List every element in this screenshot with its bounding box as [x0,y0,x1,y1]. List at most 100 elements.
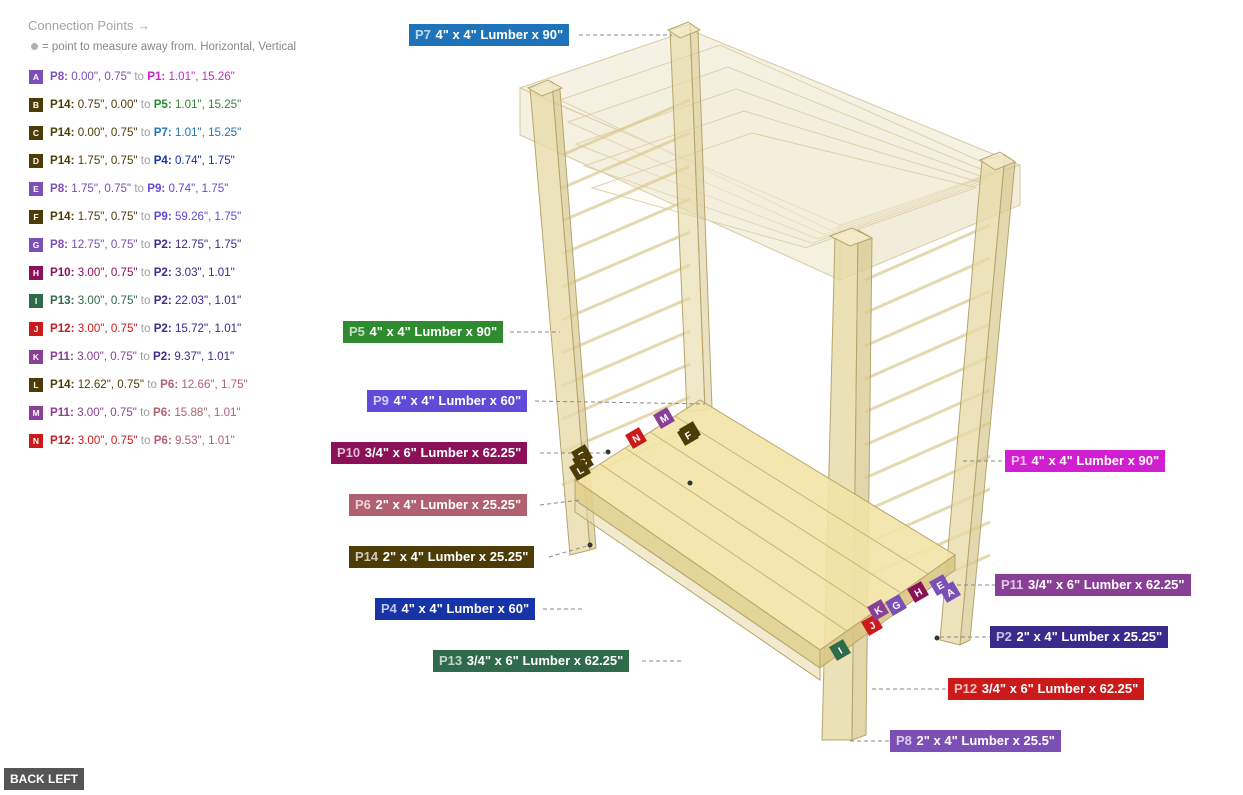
to-part: P9: [153,210,172,223]
part-label-p8[interactable]: P8 2" x 4" Lumber x 25.5" [890,730,1061,752]
from-part: P14: [50,126,75,139]
shelf-board-seam [674,415,929,575]
part-desc: 3/4" x 6" Lumber x 62.25" [364,445,522,460]
skirt-board [574,499,821,681]
to-word: to [140,350,150,363]
connection-marker-m[interactable]: M [653,407,675,429]
to-values: 22.03", 1.01" [174,294,242,307]
to-values: 12.66", 1.75" [181,378,248,391]
part-desc: 3/4" x 6" Lumber x 62.25" [981,681,1139,696]
leader-line [548,544,591,558]
from-part: P8: [50,182,69,195]
connection-badge: D [29,154,43,168]
shelf-board-seam [599,463,848,632]
side-slat [864,223,991,282]
to-part: P6: [153,434,172,447]
to-word: to [140,98,151,111]
to-part: P2: [153,238,172,251]
to-word: to [140,126,151,139]
from-values: 3.00", 0.75" [77,434,138,447]
marker-badge [677,424,699,446]
leader-line [534,400,706,405]
marker-badge [867,599,889,621]
side-slat [561,98,691,157]
to-word: to [140,406,150,419]
part-label-p9[interactable]: P9 4" x 4" Lumber x 60" [367,390,528,412]
connection-marker-g[interactable]: G [885,594,907,616]
connection-badge: H [29,266,43,280]
marker-letter: L [575,465,586,478]
to-part: P2: [153,322,172,335]
connection-points-title[interactable]: Connection Points → [28,18,151,33]
part-label-p12[interactable]: P12 3/4" x 6" Lumber x 62.25" [948,678,1145,700]
to-values: 9.37", 1.01" [174,350,235,363]
part-label-p10[interactable]: P10 3/4" x 6" Lumber x 62.25" [331,442,528,464]
part-label-p5[interactable]: P5 4" x 4" Lumber x 90" [343,321,504,343]
connection-marker-e[interactable]: E [929,574,951,596]
part-id: P8 [896,733,912,748]
marker-badge [653,407,675,429]
part-id: P2 [996,629,1012,644]
side-slat [561,164,691,223]
shelf-board-seam [649,431,902,594]
connection-badge: A [29,70,43,84]
connection-marker-n[interactable]: N [625,427,647,449]
part-desc: 4" x 4" Lumber x 90" [435,27,564,42]
from-values: 3.00", 0.75" [77,322,138,335]
from-values: 1.75", 0.75" [77,210,138,223]
to-values: 15.88", 1.01" [174,406,241,419]
marker-badge [885,594,907,616]
from-values: 12.62", 0.75" [77,378,144,391]
from-values: 1.75", 0.75" [77,154,138,167]
side-slat [561,263,691,322]
side-slat [864,256,991,315]
to-part: P6: [160,378,179,391]
part-id: P10 [337,445,361,460]
to-word: to [147,378,157,391]
part-label-p13[interactable]: P13 3/4" x 6" Lumber x 62.25" [433,650,630,672]
connection-badge: L [29,378,43,392]
part-id: P5 [349,324,365,339]
from-values: 1.75", 0.75" [71,182,132,195]
measure-dot [934,635,940,641]
part-label-p1[interactable]: P1 4" x 4" Lumber x 90" [1005,450,1166,472]
part-label-p6[interactable]: P6 2" x 4" Lumber x 25.25" [349,494,528,516]
marker-letter: I [837,646,845,657]
from-values: 0.75", 0.00" [77,98,138,111]
connection-marker-i[interactable]: I [829,639,851,661]
part-id: P1 [1011,453,1027,468]
part-id: P9 [373,393,389,408]
view-back-left-button[interactable]: BACK LEFT [4,768,84,790]
leg-top [666,21,702,39]
to-word: to [134,70,144,83]
part-label-p4[interactable]: P4 4" x 4" Lumber x 60" [375,598,536,620]
part-label-p2[interactable]: P2 2" x 4" Lumber x 25.25" [990,626,1169,648]
connection-marker-l[interactable]: L [569,459,591,481]
part-label-p11[interactable]: P11 3/4" x 6" Lumber x 62.25" [995,574,1191,596]
connection-marker-k[interactable]: K [867,599,889,621]
leg-top [526,79,564,97]
part-label-p14[interactable]: P14 2" x 4" Lumber x 25.25" [349,546,535,568]
part-id: P11 [1001,577,1024,592]
to-values: 59.26", 1.75" [174,210,242,223]
connection-marker-h[interactable]: H [907,581,929,603]
to-word: to [140,210,151,223]
part-label-p7[interactable]: P7 4" x 4" Lumber x 90" [409,24,570,46]
connection-marker-f[interactable]: F [677,424,699,446]
from-part: P12: [50,434,75,447]
